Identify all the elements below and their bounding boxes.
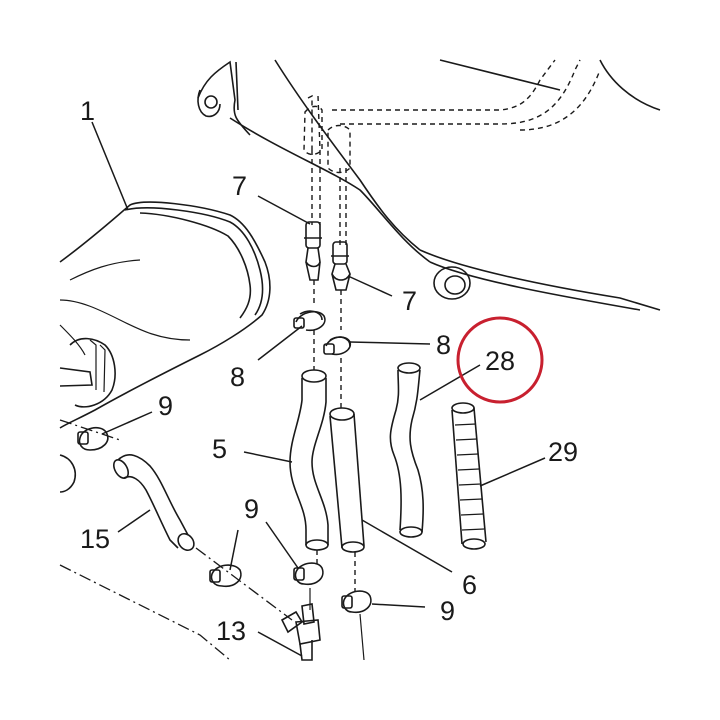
hose-5 bbox=[289, 369, 329, 551]
callout-5: 5 bbox=[212, 434, 227, 464]
hidden-outline bbox=[303, 59, 601, 245]
frame-outline bbox=[197, 59, 661, 311]
callout-15: 15 bbox=[80, 524, 110, 554]
hose-28 bbox=[389, 362, 424, 538]
hose-29 bbox=[451, 402, 487, 550]
callout-6: 6 bbox=[462, 570, 477, 600]
callout-9-right: 9 bbox=[440, 596, 455, 626]
callout-7-left: 7 bbox=[232, 171, 247, 201]
fitting-7-left bbox=[304, 221, 322, 281]
callout-8-left: 8 bbox=[230, 362, 245, 392]
clip-8-right bbox=[323, 336, 352, 356]
clip-9-right bbox=[341, 590, 372, 614]
callout-9-top-left: 9 bbox=[158, 391, 173, 421]
clip-9-mid-left bbox=[209, 564, 242, 588]
leader-lines bbox=[91, 121, 546, 657]
callout-8-right: 8 bbox=[436, 330, 451, 360]
callout-29: 29 bbox=[548, 437, 578, 467]
clip-9-center bbox=[293, 562, 324, 586]
callout-7-right: 7 bbox=[402, 286, 417, 316]
clip-8-left bbox=[293, 310, 326, 332]
circle-fragment bbox=[59, 454, 76, 493]
callout-28: 28 bbox=[485, 346, 515, 376]
t-fitting-13 bbox=[280, 603, 321, 661]
canister bbox=[59, 201, 271, 441]
hose-15 bbox=[112, 454, 195, 552]
callout-9-mid: 9 bbox=[244, 494, 259, 524]
hose-6 bbox=[329, 407, 365, 553]
callout-1: 1 bbox=[80, 96, 95, 126]
fitting-7-right bbox=[331, 241, 351, 291]
clip-9-top-left bbox=[77, 426, 109, 451]
highlight-circle bbox=[456, 316, 544, 404]
callout-13: 13 bbox=[216, 616, 246, 646]
